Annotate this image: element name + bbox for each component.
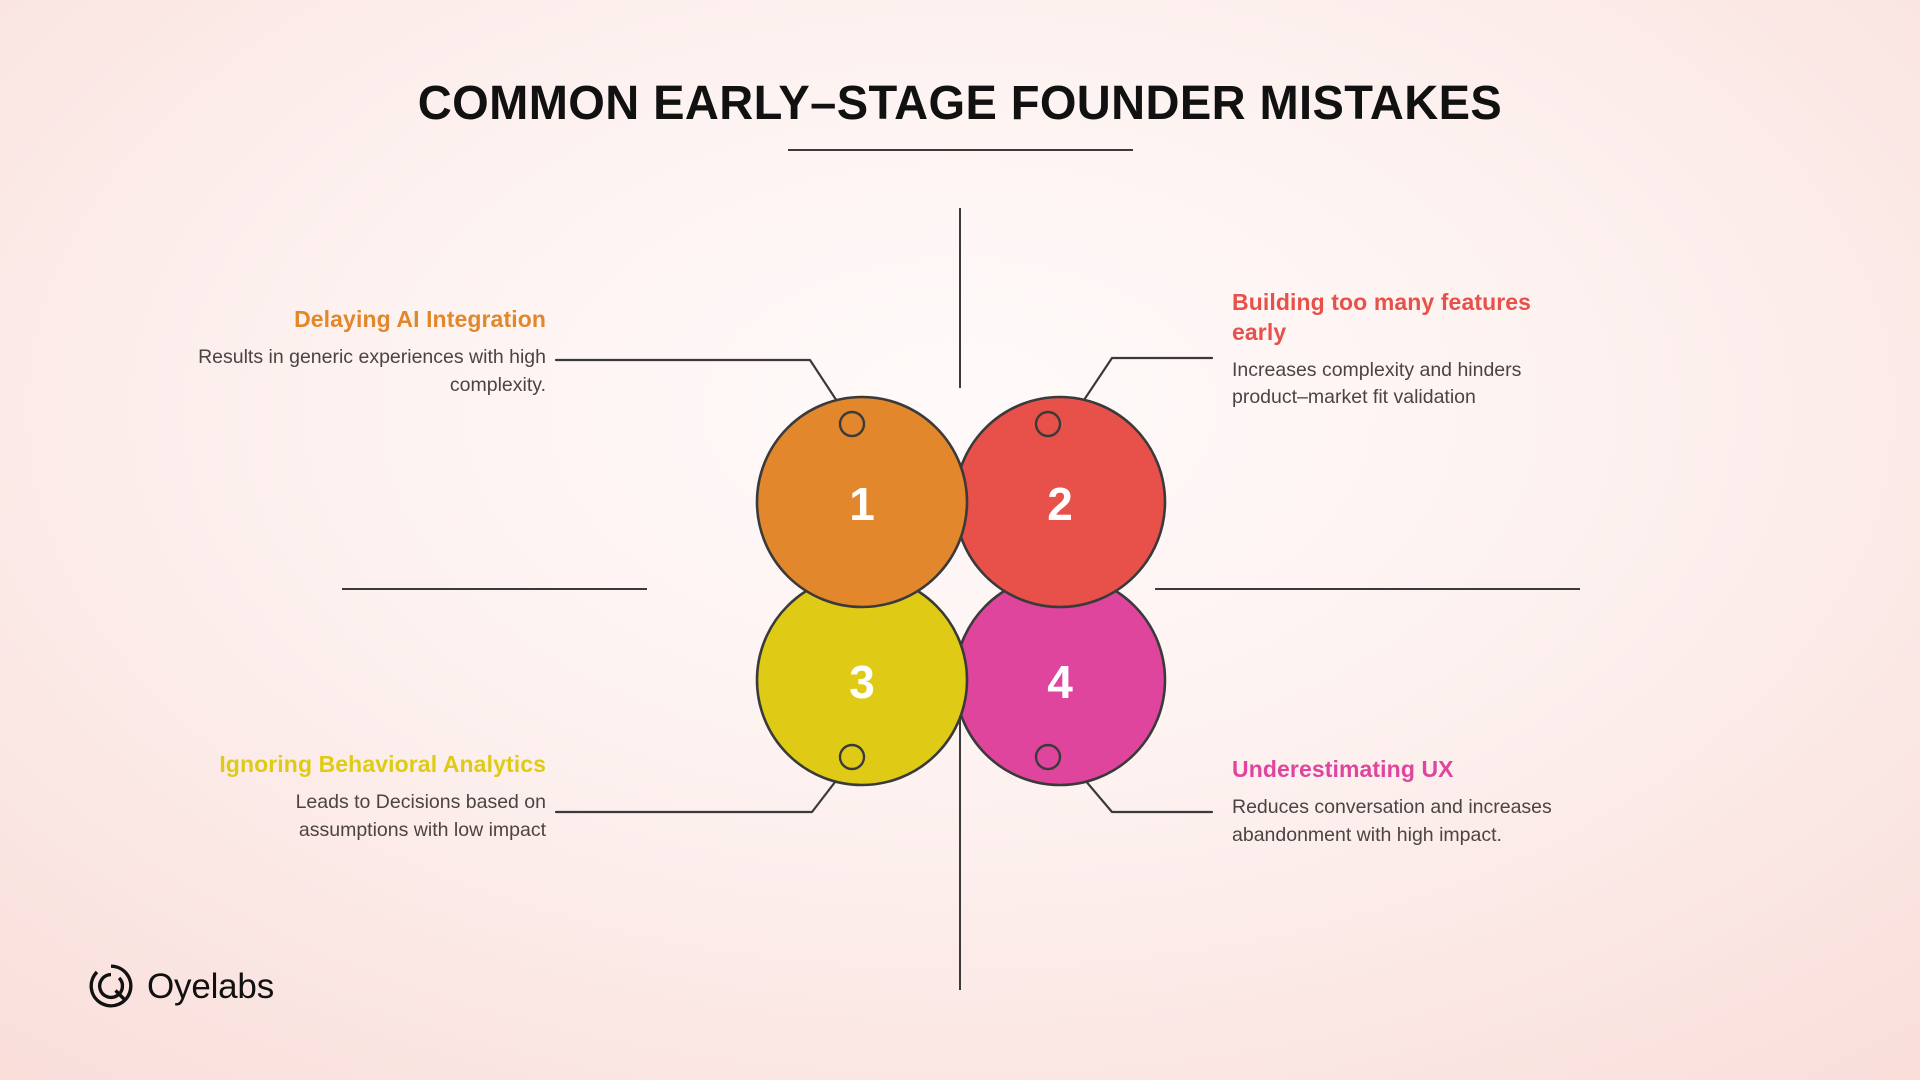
callout-block-4: Underestimating UX Reduces conversation … — [1232, 755, 1582, 849]
callout-block-1: Delaying AI Integration Results in gener… — [196, 305, 546, 399]
callout-2-body: Increases complexity and hinders product… — [1232, 358, 1522, 409]
leader-line-1 — [554, 358, 854, 426]
axis-line-vertical-top — [959, 208, 961, 388]
leader-line-4 — [1066, 758, 1214, 814]
callout-3-title: Ignoring Behavioral Analytics — [219, 751, 546, 777]
callout-block-2: Building too many features early Increas… — [1232, 288, 1582, 412]
title-underline-rule — [787, 148, 1133, 151]
callout-1-body: Results in generic experiences with high… — [198, 345, 546, 396]
callout-block-3: Ignoring Behavioral Analytics Leads to D… — [196, 750, 546, 844]
oyelabs-circular-mark-icon — [89, 964, 133, 1008]
axis-line-vertical-bottom — [959, 700, 961, 990]
callout-3-body: Leads to Decisions based on assumptions … — [295, 790, 546, 841]
leader-line-2 — [1066, 356, 1214, 426]
callout-1-title: Delaying AI Integration — [294, 306, 546, 332]
callout-4-body: Reduces conversation and increases aband… — [1232, 795, 1552, 846]
logo-wordmark: Oyelabs — [147, 966, 274, 1006]
page-title: COMMON EARLY–STAGE FOUNDER MISTAKES — [417, 77, 1503, 130]
leader-line-3 — [554, 758, 854, 814]
callout-4-title: Underestimating UX — [1232, 756, 1454, 782]
brand-logo[interactable]: Oyelabs — [88, 963, 274, 1009]
title-block: COMMON EARLY–STAGE FOUNDER MISTAKES — [0, 77, 1920, 151]
callout-2-title: Building too many features early — [1232, 289, 1532, 345]
axis-line-horizontal-left — [342, 588, 647, 590]
axis-line-horizontal-right — [1155, 588, 1580, 590]
